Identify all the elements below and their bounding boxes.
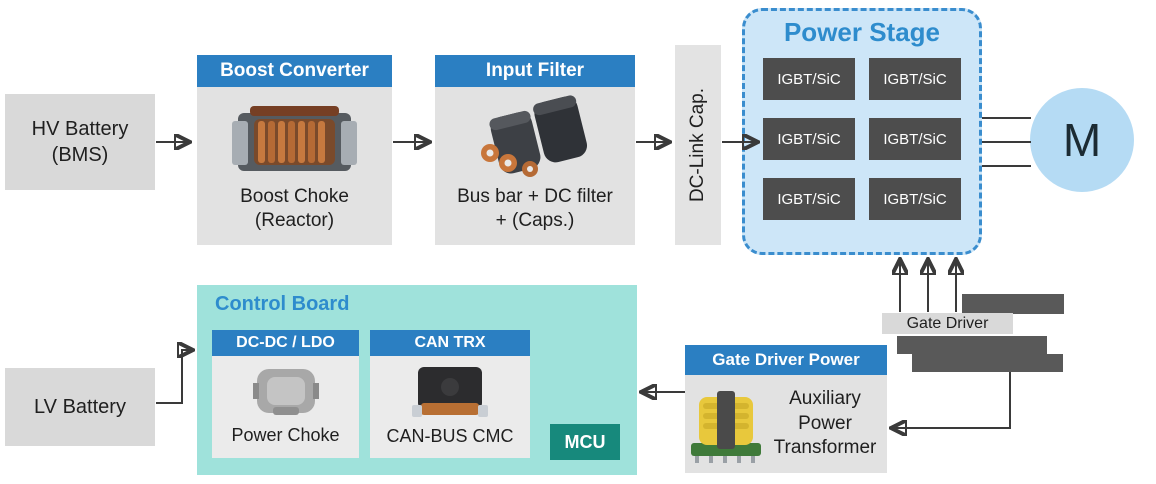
- control-board-title: Control Board: [215, 293, 350, 315]
- motor-node: M: [1030, 88, 1134, 192]
- can-trx-block: CAN TRX CAN-BUS CMC: [370, 330, 530, 458]
- input-filter-header: Input Filter: [435, 55, 635, 87]
- dcdc-ldo-header: DC-DC / LDO: [212, 330, 359, 356]
- power-stage-title: Power Stage: [783, 17, 941, 47]
- boost-choke-photo: [232, 106, 357, 172]
- can-trx-body: CAN-BUS CMC: [370, 356, 530, 458]
- gate-driver-power-block: Gate Driver Power Auxiliary Power Transf…: [685, 345, 887, 473]
- can-bus-cmc-photo: [412, 366, 488, 417]
- dc-link-cap-node: DC-Link Cap.: [675, 45, 721, 245]
- hv-battery-node: HV Battery (BMS): [5, 94, 155, 190]
- gate-driver-label-bar: Gate Driver: [882, 313, 1013, 334]
- dcdc-ldo-block: DC-DC / LDO Power Choke: [212, 330, 359, 458]
- auxiliary-power-transformer-photo: [691, 391, 761, 463]
- gate-driver-board-bar: [912, 354, 1063, 372]
- mcu-block: MCU: [550, 424, 620, 460]
- can-trx-caption: CAN-BUS CMC: [386, 426, 514, 446]
- arrow-gatedriver-to-gatedriverpower: [893, 372, 1011, 428]
- lv-battery-node: LV Battery: [5, 368, 155, 446]
- gate-driver-board-bar: [962, 294, 1064, 314]
- power-stage-block: Power Stage IGBT/SiC IGBT/SiC IGBT/SiC I…: [742, 8, 982, 255]
- boost-converter-block: Boost Converter Boost Choke (Reactor): [197, 55, 392, 245]
- igbt-module: IGBT/SiC: [763, 178, 855, 220]
- input-filter-caption: Bus bar + DC filter + (Caps.): [457, 186, 613, 232]
- dcdc-ldo-body: Power Choke: [212, 356, 359, 458]
- gate-driver-power-header: Gate Driver Power: [685, 345, 887, 375]
- gate-driver-board-bar: [897, 336, 1047, 354]
- can-trx-header: CAN TRX: [370, 330, 530, 356]
- igbt-module: IGBT/SiC: [869, 58, 961, 100]
- gate-driver-power-body: Auxiliary Power Transformer: [685, 375, 887, 473]
- igbt-module: IGBT/SiC: [869, 178, 961, 220]
- boost-converter-body: Boost Choke (Reactor): [197, 87, 392, 245]
- igbt-grid: IGBT/SiC IGBT/SiC IGBT/SiC IGBT/SiC IGBT…: [763, 58, 961, 220]
- boost-converter-header: Boost Converter: [197, 55, 392, 87]
- dc-filter-capacitors-photo: [481, 95, 588, 178]
- input-filter-block: Input Filter Bus bar + DC filter + (Caps…: [435, 55, 635, 245]
- control-board-block: Control Board DC-DC / LDO Power Choke CA…: [197, 285, 637, 475]
- arrow-lv-to-controlboard: [156, 350, 191, 404]
- igbt-module: IGBT/SiC: [763, 118, 855, 160]
- igbt-module: IGBT/SiC: [763, 58, 855, 100]
- dc-link-cap-label: DC-Link Cap.: [687, 87, 708, 203]
- igbt-module: IGBT/SiC: [869, 118, 961, 160]
- gate-driver-power-caption: Auxiliary Power Transformer: [773, 387, 877, 459]
- dcdc-ldo-caption: Power Choke: [231, 425, 340, 446]
- power-choke-photo: [252, 369, 319, 416]
- input-filter-body: Bus bar + DC filter + (Caps.): [435, 87, 635, 245]
- boost-converter-caption: Boost Choke (Reactor): [240, 186, 349, 232]
